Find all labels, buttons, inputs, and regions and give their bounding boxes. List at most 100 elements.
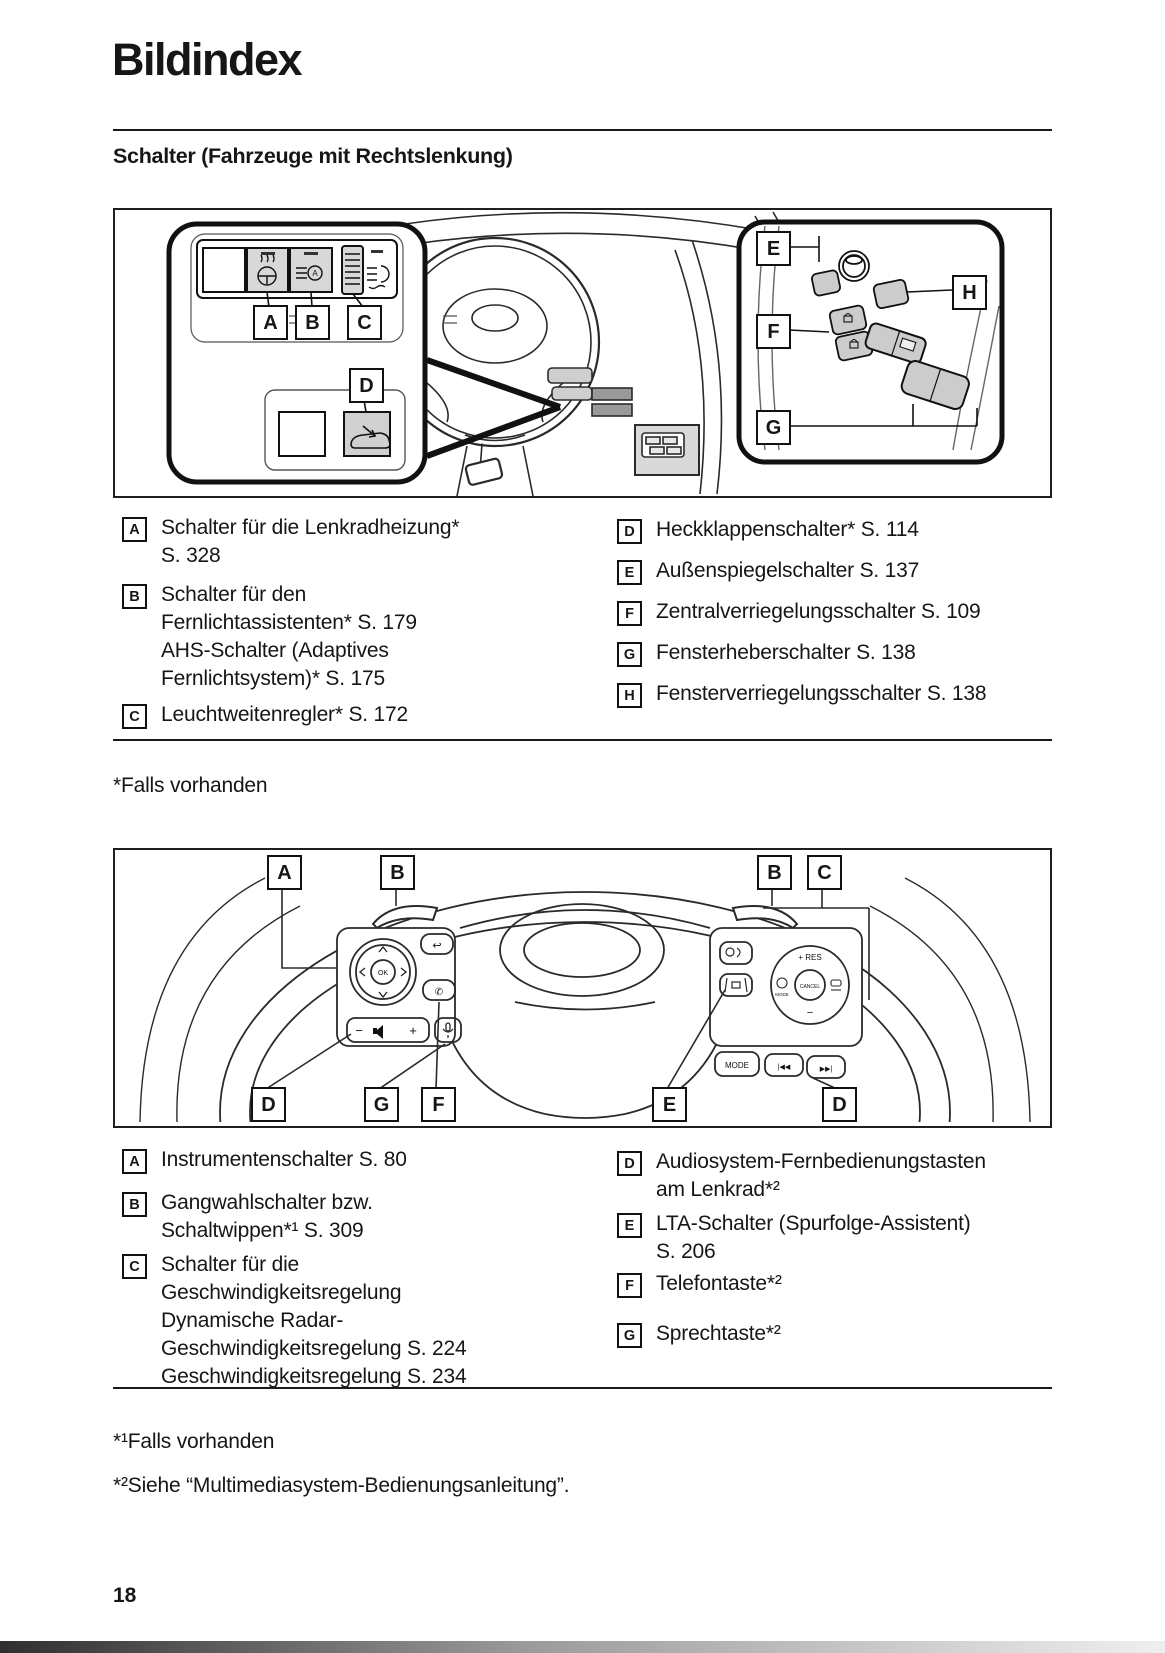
cruise-control-dial-art: + RES CANCEL − MODE [770, 945, 850, 1025]
legend-item-text: Zentralverriegelungsschalter S. 109 [656, 600, 981, 623]
legend-item-text: Außenspiegelschalter S. 137 [656, 559, 920, 582]
legend-item-text: Fensterheberschalter S. 138 [656, 641, 916, 664]
legend-item-a: A Schalter für die Lenkradheizung* S. 32… [122, 514, 602, 570]
legend-letter-box: A [122, 1149, 147, 1174]
window-switch-art [864, 322, 970, 411]
legend-item-text: Leuchtweitenregler* S. 172 [161, 703, 408, 726]
auto-high-beam-icon: A [296, 265, 323, 281]
dpad-switch-art: OK [349, 938, 417, 1006]
paddle-shifter-left-art [371, 905, 439, 930]
driving-assist-button-art [719, 941, 753, 965]
legend-letter-box: D [617, 1151, 642, 1176]
speedometer-icon [776, 977, 788, 989]
return-icon: ↩ [432, 940, 441, 952]
legend-letter-box: C [122, 704, 147, 729]
legend-item-text: Gangwahlschalter bzw. Schaltwippen*¹ S. … [161, 1191, 373, 1242]
tailgate-icon [350, 425, 391, 449]
phone-icon: ✆ [435, 987, 443, 998]
audio-mode-row-art: MODE |◀◀ ▶▶| [714, 1051, 846, 1079]
figure1-callout-b: B [295, 305, 330, 340]
mirror-switch-art [811, 250, 870, 297]
wheel-center-pad-art [446, 903, 724, 1119]
door-lock-switch-art [828, 304, 874, 362]
section-divider [113, 739, 1052, 741]
legend1-left-column: A Schalter für die Lenkradheizung* S. 32… [122, 514, 602, 729]
svg-text:OK: OK [378, 970, 388, 977]
footnote-if-equipped: *Falls vorhanden [113, 774, 268, 797]
legend-letter-box: B [122, 584, 147, 609]
steering-heater-icon [257, 254, 277, 286]
figure-steering-wheel-switches: OK ↩ ✆ [113, 848, 1052, 1128]
figure1-callout-c: C [347, 305, 382, 340]
legend-letter-box: E [617, 560, 642, 585]
auto-high-beam-switch: A [289, 247, 333, 293]
inset-driver-switch-panel: A [166, 221, 457, 485]
figure1-callout-g: G [756, 410, 791, 445]
previous-track-icon: |◀◀ [778, 1064, 791, 1071]
legend-item-d: D Heckklappenschalter* S. 114 [617, 516, 1062, 544]
legend-item-text: LTA-Schalter (Spurfolge-Assistent) S. 20… [656, 1212, 971, 1263]
legend-item-b: B Gangwahlschalter bzw. Schaltwippen*¹ S… [122, 1189, 602, 1245]
headlight-leveling-dial [341, 245, 390, 295]
right-switch-cluster-art: + RES CANCEL − MODE [709, 927, 863, 1047]
legend-item-text: Schalter für die Lenkradheizung* S. 328 [161, 516, 460, 567]
footnote-star1: *¹Falls vorhanden [113, 1430, 275, 1453]
legend-letter-box: F [617, 601, 642, 626]
legend2-left-column: A Instrumentenschalter S. 80 B Gangwahls… [122, 1146, 602, 1391]
phone-button-art: ✆ [422, 979, 456, 1001]
legend-item-text: Sprechtaste*² [656, 1322, 781, 1345]
legend-item-e: E LTA-Schalter (Spurfolge-Assistent) S. … [617, 1210, 1062, 1266]
steering-heater-switch [246, 247, 289, 293]
svg-text:MODE: MODE [725, 1061, 749, 1070]
legend-item-g: G Sprechtaste*² [617, 1320, 1062, 1348]
legend-item-g: G Fensterheberschalter S. 138 [617, 639, 1062, 667]
legend-item-text: Telefontaste*² [656, 1272, 782, 1295]
svg-text:A: A [312, 269, 318, 278]
figure2-callout-d-right: D [822, 1087, 857, 1122]
legend-item-text: Audiosystem-Fernbedienungstasten am Lenk… [656, 1150, 986, 1201]
legend-item-text: Fensterverriegelungsschalter S. 138 [656, 682, 987, 705]
section-heading: Schalter (Fahrzeuge mit Rechtslenkung) [113, 144, 513, 168]
svg-text:CANCEL: CANCEL [800, 984, 821, 990]
next-track-icon: ▶▶| [820, 1066, 833, 1073]
zoom-pointer [425, 357, 562, 459]
legend-item-h: H Fensterverriegelungsschalter S. 138 [617, 680, 1062, 708]
legend-letter-box: E [617, 1213, 642, 1238]
page-title: Bildindex [112, 34, 303, 85]
blank-switch [278, 411, 326, 457]
legend-letter-box: G [617, 642, 642, 667]
window-lock-switch-art [872, 278, 910, 310]
lta-button-art [719, 973, 753, 997]
figure1-callout-d: D [349, 368, 384, 403]
stalk-switches-art [547, 367, 593, 401]
vent-art [591, 387, 633, 401]
legend-letter-box: H [617, 683, 642, 708]
legend-item-f: F Zentralverriegelungsschalter S. 109 [617, 598, 1062, 626]
figure1-callout-h: H [952, 275, 987, 310]
legend-letter-box: F [617, 1273, 642, 1298]
figure2-callout-a: A [267, 855, 302, 890]
legend-item-a: A Instrumentenschalter S. 80 [122, 1146, 602, 1174]
figure1-callout-e: E [756, 231, 791, 266]
figure2-callout-g: G [364, 1087, 399, 1122]
vehicle-distance-icon [830, 979, 842, 991]
headlight-beam-icon [367, 265, 390, 290]
legend-item-c: C Leuchtweitenregler* S. 172 [122, 701, 602, 729]
figure2-callout-d-left: D [251, 1087, 286, 1122]
figure2-callout-b-right: B [757, 855, 792, 890]
svg-text:+ RES: + RES [798, 953, 821, 962]
voice-button-art [434, 1017, 462, 1043]
pedal-art [464, 443, 504, 486]
figure2-callout-f: F [421, 1087, 456, 1122]
legend-item-e: E Außenspiegelschalter S. 137 [617, 557, 1062, 585]
return-button-art: ↩ [420, 933, 454, 955]
legend1-right-column: D Heckklappenschalter* S. 114 E Außenspi… [617, 516, 1062, 708]
wheel-rim-art [139, 877, 1031, 1122]
left-switch-cluster-art: OK ↩ ✆ [336, 927, 462, 1047]
inset-door-switch-panel [736, 219, 1005, 465]
volume-rocker-art: − + [346, 1017, 430, 1043]
page-footer-gradient-bar [0, 1641, 1165, 1653]
figure1-callout-a: A [253, 305, 288, 340]
legend-item-text: Heckklappenschalter* S. 114 [656, 518, 919, 541]
